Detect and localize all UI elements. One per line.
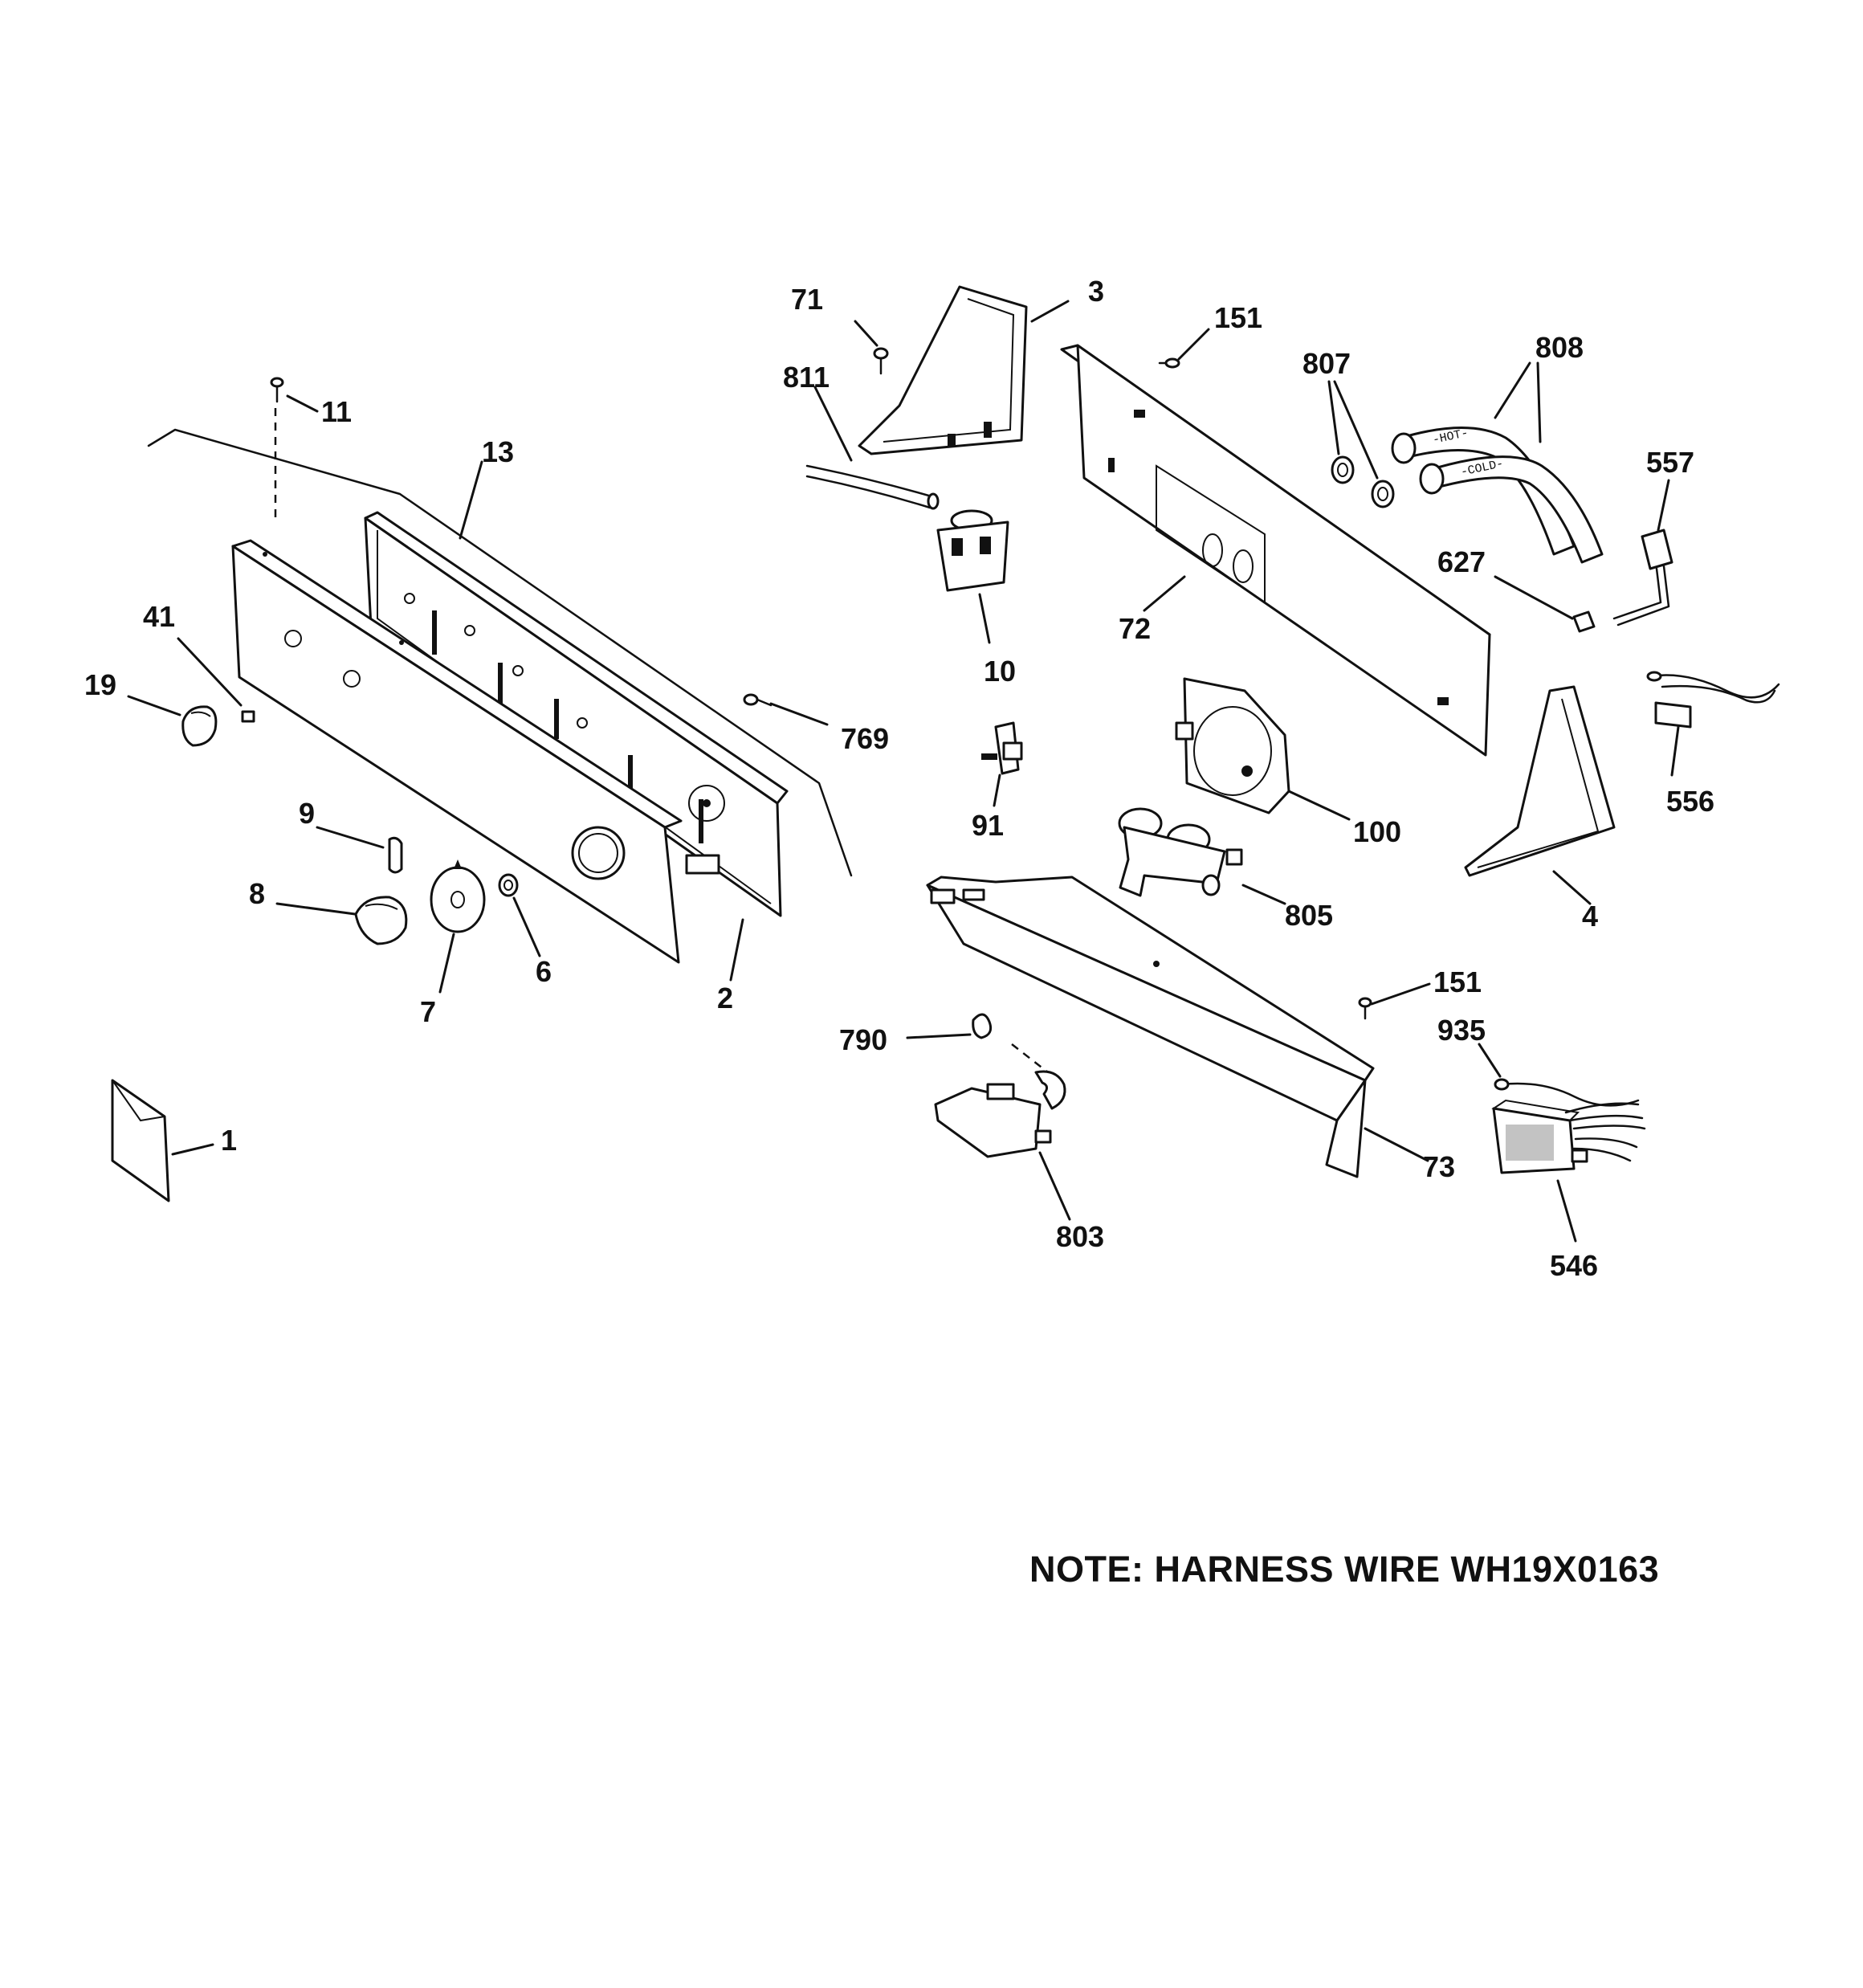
- part-front-panel-2: [231, 539, 683, 964]
- panel-outline-line: [147, 428, 853, 877]
- part-bearing-6: [498, 873, 519, 897]
- harness-note: NOTE: HARNESS WIRE WH19X0163: [1029, 1549, 1660, 1590]
- part-dial-7: [430, 859, 486, 933]
- part-clamp-790: [972, 1013, 993, 1039]
- callout-11: 11: [321, 395, 352, 428]
- callout-546: 546: [1550, 1249, 1598, 1282]
- part-backsplash-72: [1060, 344, 1491, 757]
- callout-935: 935: [1437, 1014, 1486, 1047]
- callout-19: 19: [84, 668, 116, 701]
- callout-10: 10: [984, 655, 1016, 688]
- part-screw-151-top: [1158, 357, 1180, 369]
- leader-lines: [127, 300, 1680, 1243]
- part-end-cap-3: [858, 285, 1028, 455]
- part-pressure-switch-10: [936, 509, 1009, 592]
- part-dispenser-803: [934, 1043, 1066, 1158]
- part-timer-100: [1175, 677, 1290, 814]
- part-screw-71: [873, 347, 889, 375]
- part-screw-151-bottom: [1358, 997, 1372, 1020]
- part-washer-807-b: [1371, 480, 1395, 508]
- callout-2: 2: [717, 982, 733, 1014]
- callout-91: 91: [972, 809, 1004, 842]
- part-clip-9: [388, 836, 403, 874]
- callout-1: 1: [221, 1124, 237, 1157]
- callout-4: 4: [1582, 900, 1598, 933]
- callout-808: 808: [1535, 331, 1584, 364]
- part-end-cap-4: [1464, 685, 1616, 877]
- part-spring-41: [241, 710, 255, 723]
- callout-6: 6: [536, 955, 552, 988]
- callout-100: 100: [1353, 815, 1401, 848]
- callout-labels: 11 13 41 19 9 8 7 6 2 1 71 3 811 10 151 …: [84, 275, 1714, 1282]
- callout-41: 41: [143, 600, 175, 633]
- part-wire-harness-546: [1491, 1099, 1646, 1174]
- part-connector-557: [1612, 529, 1673, 627]
- callout-9: 9: [299, 797, 315, 830]
- callout-769: 769: [841, 722, 889, 755]
- callout-13: 13: [482, 435, 514, 468]
- callout-8: 8: [249, 877, 265, 910]
- part-harness-935: [1494, 1078, 1640, 1107]
- callout-805: 805: [1285, 899, 1333, 932]
- part-plug-627: [1572, 610, 1596, 633]
- part-control-panel-frame-13: [364, 511, 789, 917]
- part-knob-8: [354, 896, 408, 945]
- callout-807: 807: [1302, 347, 1351, 380]
- part-rail-73: [926, 876, 1375, 1178]
- callout-151-bottom: 151: [1433, 965, 1482, 998]
- callout-71: 71: [791, 283, 823, 316]
- part-harness-556: [1646, 671, 1780, 729]
- callout-151-top: 151: [1214, 301, 1262, 334]
- callout-811: 811: [783, 361, 830, 394]
- callout-803: 803: [1056, 1220, 1104, 1253]
- callout-557: 557: [1646, 446, 1694, 479]
- callout-556: 556: [1666, 785, 1714, 818]
- part-hose-811: [805, 464, 940, 510]
- callout-72: 72: [1119, 612, 1151, 645]
- part-washer-807-a: [1331, 455, 1355, 484]
- part-water-valve-805: [1118, 807, 1243, 897]
- part-screw-769: [743, 693, 773, 707]
- part-inlet-hoses-808: -HOT- -COLD-: [1391, 427, 1604, 564]
- part-knob-19: [181, 705, 218, 747]
- callout-790: 790: [839, 1023, 887, 1056]
- part-screw-11: [270, 377, 284, 403]
- callout-73: 73: [1423, 1150, 1455, 1183]
- part-literature-1: [111, 1079, 170, 1202]
- callout-7: 7: [420, 995, 436, 1028]
- callout-3: 3: [1088, 275, 1104, 308]
- part-switch-91: [981, 721, 1023, 775]
- callout-627: 627: [1437, 545, 1486, 578]
